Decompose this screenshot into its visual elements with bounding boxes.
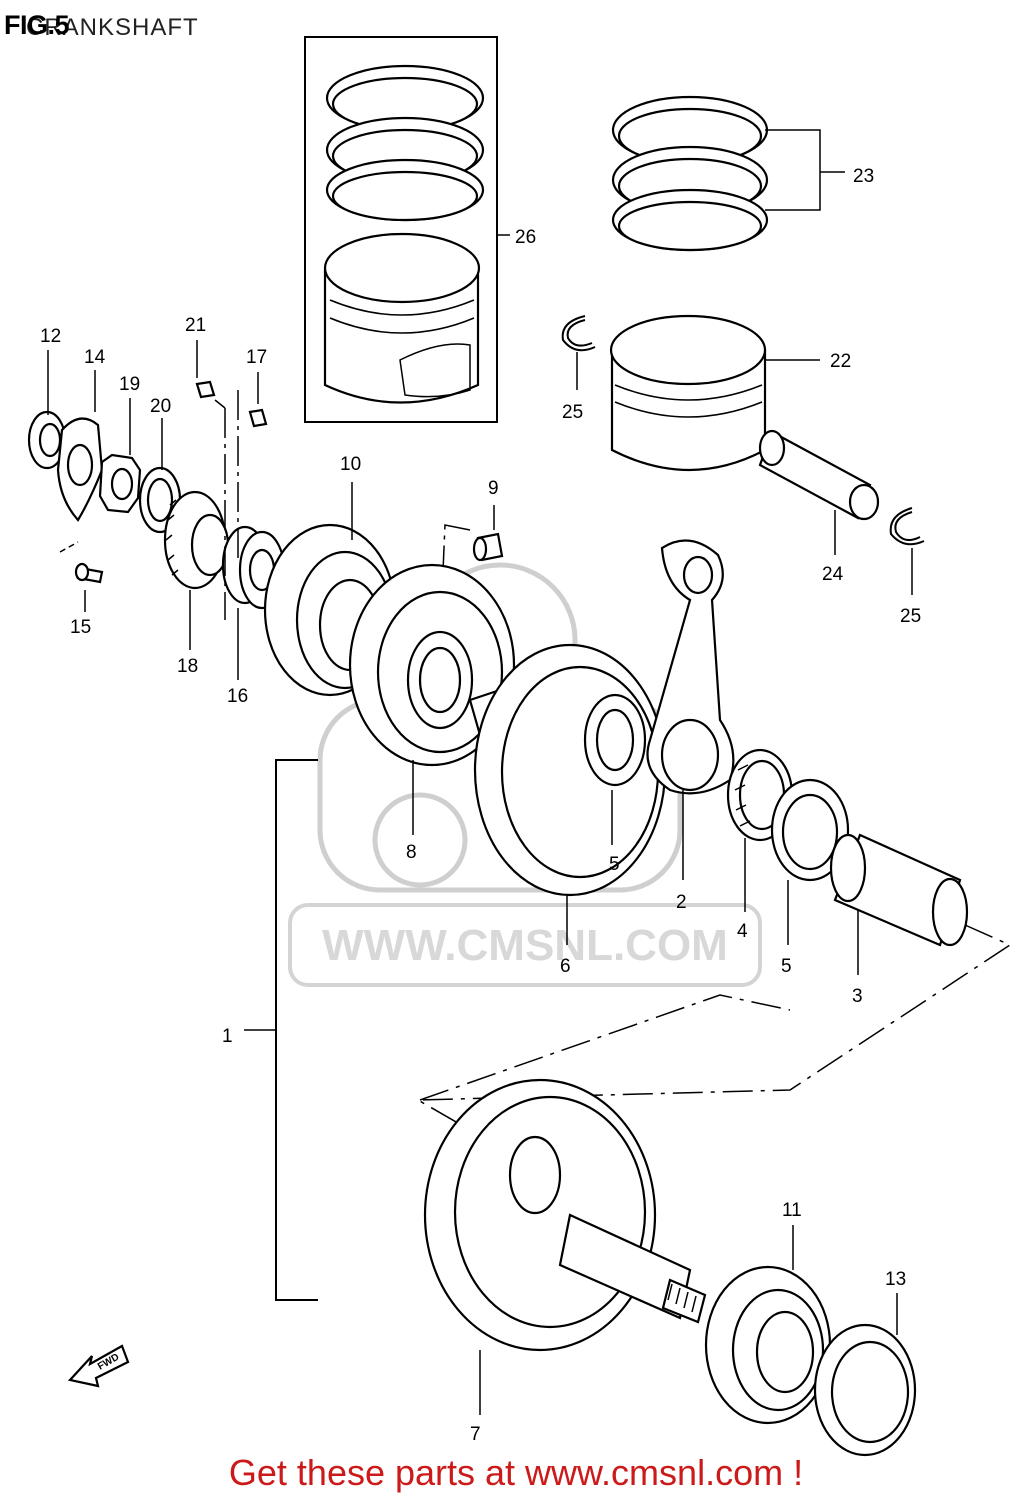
assembly-bracket-1 <box>244 759 318 1301</box>
callout-24: 24 <box>822 564 844 585</box>
callout-3: 3 <box>852 986 863 1007</box>
callout-2: 2 <box>676 892 687 913</box>
callout-7: 7 <box>470 1424 481 1445</box>
lock-washer-14 <box>56 370 104 522</box>
crank-web-7 <box>423 1078 707 1415</box>
oil-seal-12 <box>27 350 67 470</box>
callout-12: 12 <box>40 326 61 347</box>
callout-6: 6 <box>560 956 571 977</box>
key-17 <box>237 372 268 560</box>
callout-25-left: 25 <box>562 402 583 423</box>
callout-13: 13 <box>885 1269 906 1290</box>
gear-8 <box>348 563 516 835</box>
figure-title: CRANKSHAFT <box>26 14 199 41</box>
callout-11: 11 <box>782 1200 802 1221</box>
crank-pin-3 <box>829 833 969 975</box>
callout-4: 4 <box>737 921 748 942</box>
plug-9 <box>439 505 504 641</box>
callout-17: 17 <box>246 347 267 368</box>
callout-10: 10 <box>340 454 361 475</box>
callout-19: 19 <box>119 374 140 395</box>
assembly-line-2 <box>419 994 791 1101</box>
callout-15: 15 <box>70 617 91 638</box>
callout-25-right: 25 <box>900 606 921 627</box>
nut-19 <box>98 398 142 514</box>
piston-kit-frame <box>304 36 510 423</box>
fwd-arrow-icon: FWD <box>67 1344 130 1388</box>
callout-8: 8 <box>406 842 417 863</box>
screw-15 <box>59 541 104 612</box>
callout-26: 26 <box>515 227 536 248</box>
watermark-text: WWW.CMSNL.COM <box>322 921 728 970</box>
key-21 <box>195 340 226 620</box>
figure-number: FIG.5 <box>4 10 70 40</box>
footer-link[interactable]: Get these parts at www.cmsnl.com ! <box>228 1452 804 1493</box>
oil-seal-13 <box>813 1293 917 1457</box>
piston-22 <box>609 314 820 471</box>
circlip-25-left <box>561 315 596 390</box>
callout-20: 20 <box>150 396 171 417</box>
callout-23: 23 <box>853 166 874 187</box>
thrust-washer-5 <box>770 778 850 945</box>
callout-22: 22 <box>830 351 851 372</box>
callout-14: 14 <box>84 347 106 368</box>
callout-labels: 12 14 19 20 21 17 10 9 15 18 16 26 23 22… <box>40 166 921 1445</box>
callout-9: 9 <box>488 478 499 499</box>
piston-pin-24 <box>758 429 880 555</box>
callout-5-outer: 5 <box>781 956 792 977</box>
gear-18 <box>163 490 230 650</box>
callout-5-inner: 5 <box>609 854 620 875</box>
assembly-line <box>415 924 1012 1131</box>
callout-1: 1 <box>222 1026 233 1047</box>
piston-boxed <box>323 232 481 404</box>
circlip-25-right <box>889 507 925 595</box>
crank-web-6 <box>468 643 667 945</box>
callout-16: 16 <box>227 686 248 707</box>
callout-21: 21 <box>185 315 206 336</box>
piston-rings-23 <box>611 95 845 252</box>
piston-rings-boxed <box>325 64 485 222</box>
conrod-2 <box>646 539 735 880</box>
bearing-11 <box>704 1225 832 1425</box>
callout-18: 18 <box>177 656 198 677</box>
